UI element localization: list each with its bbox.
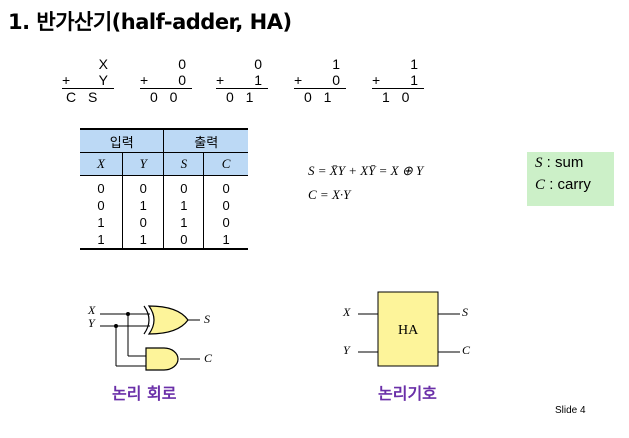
cell: 0 [122, 180, 165, 197]
carry-formula: C = X·Y [308, 187, 351, 202]
xor-gate [147, 305, 189, 335]
legend-box: S : sum C : carry [527, 152, 614, 206]
junction-dot [126, 312, 130, 316]
and-gate [145, 347, 179, 371]
column-header-y: Y [122, 152, 165, 176]
cell: 1 [80, 214, 123, 231]
addition-result: 0 1 [304, 89, 336, 105]
legend-sum-symbol: S [535, 155, 543, 171]
cell: 1 [122, 197, 165, 214]
cell: 0 [80, 180, 123, 197]
addition-example-10: 1 +0 0 1 [294, 56, 348, 105]
logic-symbol-diagram [358, 291, 460, 367]
symbol-input-y: Y [343, 343, 350, 357]
circuit-input-x: X [88, 303, 96, 317]
addition-result: C S [66, 89, 102, 105]
addend-b: 0 [332, 72, 344, 88]
logic-circuit-diagram [100, 305, 200, 371]
cell: 1 [222, 232, 230, 247]
table-row [80, 175, 248, 180]
addend-b: 1 [254, 72, 266, 88]
legend-sum: S : sum [527, 152, 614, 174]
symbol-input-x: X [343, 305, 351, 319]
symbol-output-s: S [462, 305, 468, 319]
addition-result: 0 0 [150, 89, 182, 105]
ha-block [377, 291, 439, 367]
plus-sign: + [140, 72, 149, 88]
addend-a: 0 [178, 56, 190, 72]
addend-b: Y [98, 72, 112, 88]
cell: 0 [122, 214, 165, 231]
addend-b: 1 [410, 72, 422, 88]
legend-sum-text: : sum [546, 154, 584, 171]
plus-sign: + [294, 72, 303, 88]
addition-example-xy: X + Y C S [62, 56, 116, 105]
cell: 0 [80, 197, 123, 214]
addend-a: 1 [332, 56, 344, 72]
truth-table: 입력 출력 X Y S C 0 0 0 0 0 1 1 0 1 0 1 0 1 … [80, 128, 248, 250]
xor-gate-input-arc [143, 305, 150, 335]
plus-sign: + [372, 72, 381, 88]
junction-dot [114, 324, 118, 328]
sum-formula: S = X̄Y + XȲ = X ⊕ Y [308, 163, 424, 178]
plus-sign: + [216, 72, 225, 88]
sum-rule [294, 88, 346, 89]
page-title: 1. 반가산기(half-adder, HA) [8, 10, 292, 34]
ha-block-label: HA [398, 323, 419, 338]
addition-result: 1 0 [382, 89, 414, 105]
sum-rule [62, 88, 114, 89]
cell: 0 [163, 180, 205, 197]
circuit-input-y: Y [88, 316, 95, 330]
logic-symbol-caption: 논리기호 [378, 384, 437, 403]
circuit-output-s: S [204, 312, 210, 326]
output-group-header: 출력 [163, 129, 248, 153]
addition-result: 0 1 [226, 89, 258, 105]
symbol-output-c: C [462, 343, 471, 357]
table-row: 1 0 1 0 [80, 214, 248, 231]
input-group-header: 입력 [80, 129, 165, 153]
table-row: 1 1 0 1 [80, 231, 248, 249]
addend-b: 0 [178, 72, 190, 88]
cell: 0 [222, 198, 230, 213]
legend-carry-text: : carry [549, 176, 591, 193]
sum-rule [372, 88, 424, 89]
cell: 0 [222, 215, 230, 230]
legend-carry-symbol: C [535, 177, 546, 193]
addend-a: 1 [410, 56, 422, 72]
logic-circuit-caption: 논리 회로 [112, 384, 177, 403]
table-row: 0 0 0 0 [80, 180, 248, 197]
addend-a: X [98, 56, 112, 72]
sum-rule [216, 88, 268, 89]
addend-a: 0 [254, 56, 266, 72]
table-row: 0 1 1 0 [80, 197, 248, 214]
cell: 1 [122, 231, 165, 249]
addition-example-11: 1 +1 1 0 [372, 56, 426, 105]
column-header-x: X [80, 152, 123, 176]
column-header-c: C [203, 152, 248, 176]
cell: 1 [80, 231, 123, 249]
column-header-s: S [163, 152, 205, 176]
legend-carry: C : carry [527, 174, 614, 196]
cell: 0 [163, 231, 205, 249]
sum-rule [140, 88, 192, 89]
slide-number: Slide 4 [555, 405, 586, 416]
plus-sign: + [62, 72, 71, 88]
circuit-output-c: C [204, 351, 213, 365]
cell: 0 [222, 181, 230, 196]
addition-example-01: 0 +1 0 1 [216, 56, 270, 105]
cell: 1 [163, 214, 205, 231]
cell: 1 [163, 197, 205, 214]
addition-example-00: 0 +0 0 0 [140, 56, 194, 105]
